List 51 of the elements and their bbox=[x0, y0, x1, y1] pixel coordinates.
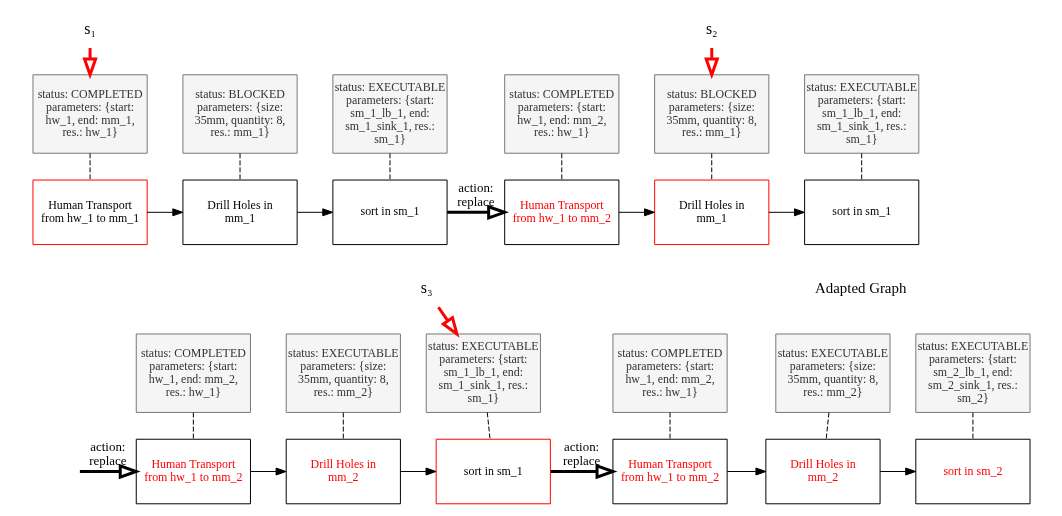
node-box: status: BLOCKED parameters: {size: 35mm, quantity: 8, res.: mm_1} bbox=[181, 74, 298, 154]
node-text: s₂ bbox=[705, 19, 718, 37]
connector bbox=[486, 412, 491, 440]
node-box: status: EXECUTABLE parameters: {start: sm_1_lb_1, end: sm_1_sink_1, res.: sm_1} bbox=[803, 74, 919, 154]
node-box: sort in sm_1 bbox=[803, 179, 919, 246]
node-box: status: BLOCKED parameters: {size: 35mm, quantity: 8, res.: mm_1} bbox=[653, 74, 769, 154]
arrow bbox=[879, 467, 916, 476]
node-box: status: EXECUTABLE parameters: {start: sm_1_lb_1, end: sm_1_sink_1, res.: sm_1} bbox=[331, 74, 448, 154]
node-text: s₃ bbox=[420, 279, 433, 297]
arrow bbox=[249, 467, 286, 476]
connector bbox=[342, 412, 344, 440]
node-box: status: EXECUTABLE parameters: {start: sm_2_lb_1, end: sm_2_sink_1, res.: sm_2} bbox=[914, 333, 1031, 413]
node-box: status: EXECUTABLE parameters: {size: 35mm, quantity: 8, res.: mm_2} bbox=[285, 333, 401, 413]
node-box: status: COMPLETED parameters: {start: hw_1, end: mm_2, res.: hw_1} bbox=[503, 74, 619, 154]
arrow bbox=[446, 204, 509, 220]
node-box: sort in sm_1 bbox=[331, 179, 448, 246]
node-box: status: COMPLETED parameters: {start: hw_1, end: mm_2, res.: hw_1} bbox=[611, 333, 728, 413]
arrow bbox=[399, 467, 436, 476]
node-box: sort in sm_2 bbox=[914, 438, 1031, 505]
node-box: status: COMPLETED parameters: {start: hw_1, end: mm_2, res.: hw_1} bbox=[135, 333, 251, 413]
connector bbox=[560, 152, 562, 181]
connector bbox=[192, 412, 194, 440]
edge-label: action: replace bbox=[88, 439, 127, 468]
arrow bbox=[767, 208, 805, 217]
node-box: Human Transport from hw_1 to mm_2 bbox=[611, 438, 728, 505]
node-box: Human Transport from hw_1 to mm_1 bbox=[31, 179, 148, 246]
node-box: sort in sm_1 bbox=[435, 438, 551, 505]
node-box: Human Transport from hw_1 to mm_2 bbox=[135, 438, 251, 505]
arrow bbox=[296, 208, 333, 217]
arrow bbox=[146, 208, 183, 217]
node-box: status: EXECUTABLE parameters: {start: sm_1_lb_1, end: sm_1_sink_1, res.: sm_1} bbox=[425, 333, 541, 413]
edge-label: action: replace bbox=[562, 439, 600, 468]
node-text: s₁ bbox=[83, 19, 96, 37]
connector bbox=[710, 152, 712, 181]
arrow bbox=[726, 467, 766, 476]
connector bbox=[825, 412, 829, 440]
arrow bbox=[550, 463, 617, 480]
node-box: Drill Holes in mm_2 bbox=[764, 438, 881, 505]
connector bbox=[860, 152, 862, 181]
node-box: status: COMPLETED parameters: {start: hw_1, end: mm_1, res.: hw_1} bbox=[31, 74, 148, 154]
connector bbox=[971, 412, 973, 440]
label: Adapted Graph bbox=[814, 279, 906, 296]
arrow bbox=[617, 208, 655, 217]
edge-label: action: replace bbox=[456, 179, 495, 209]
node-box: Drill Holes in mm_2 bbox=[285, 438, 401, 505]
node-box: status: EXECUTABLE parameters: {size: 35mm, quantity: 8, res.: mm_2} bbox=[774, 333, 890, 413]
node-box: Human Transport from hw_1 to mm_2 bbox=[503, 179, 619, 246]
node-box: Drill Holes in mm_1 bbox=[653, 179, 769, 246]
connector bbox=[669, 412, 671, 440]
arrow bbox=[79, 463, 141, 480]
node-box: Drill Holes in mm_1 bbox=[181, 179, 298, 246]
